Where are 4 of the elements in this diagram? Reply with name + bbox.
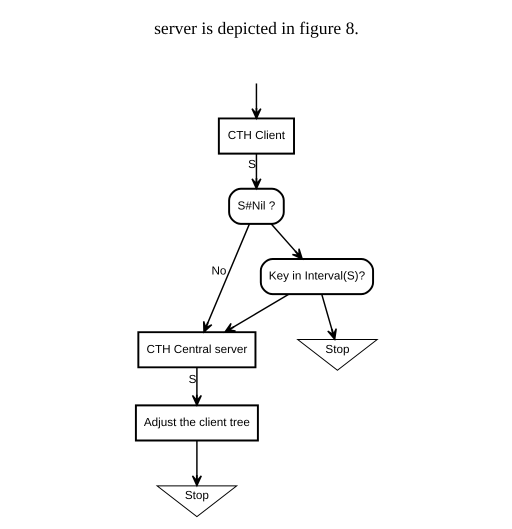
- edge-label: S: [188, 373, 196, 386]
- edge-label: S: [248, 158, 256, 171]
- label: server is depicted in figure 8.: [154, 18, 358, 38]
- edge-label: No: [210, 264, 226, 278]
